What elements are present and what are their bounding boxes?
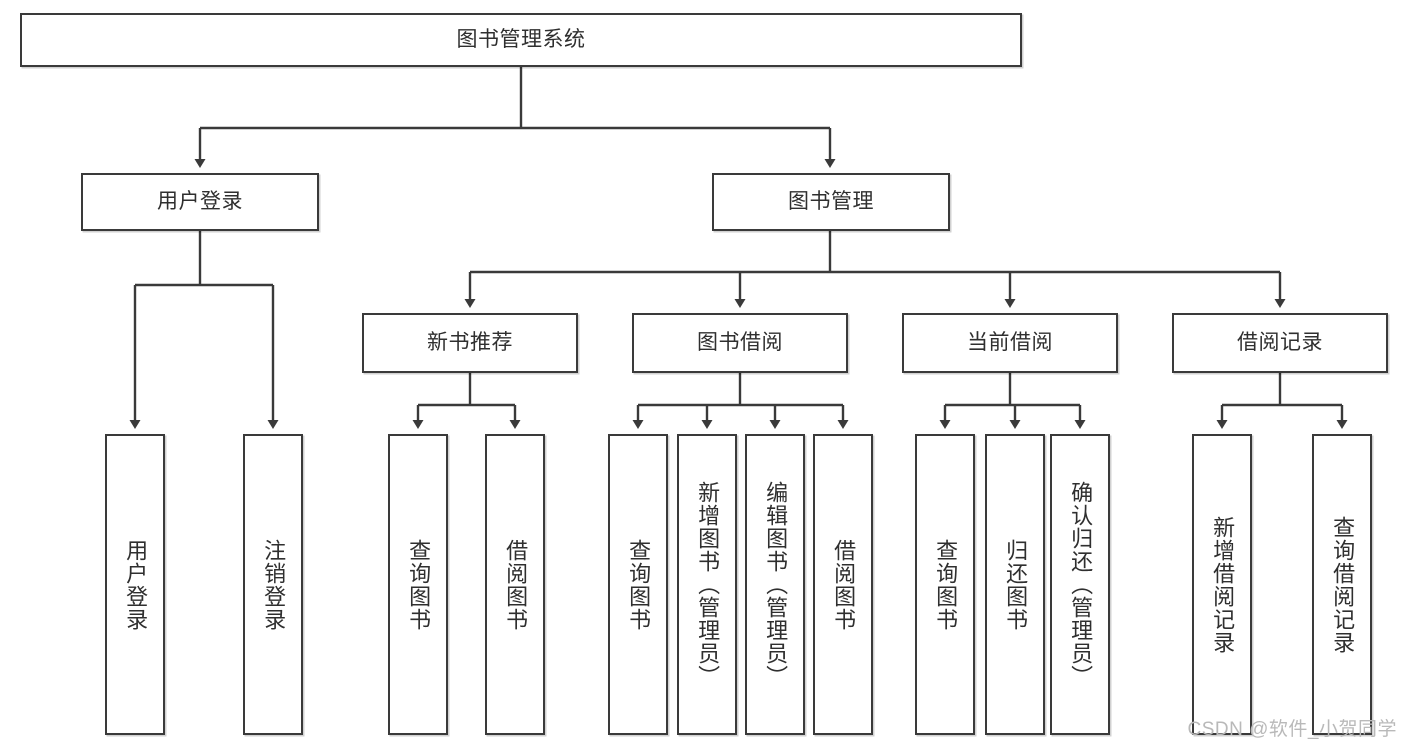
leaf-query-borrow-record[interactable]: 查询借阅记录 bbox=[1312, 434, 1372, 735]
leaf-user-login[interactable]: 用户登录 bbox=[105, 434, 165, 735]
leaf-add-book-admin[interactable]: 新增图书（管理员） bbox=[677, 434, 737, 735]
node-borrow-record[interactable]: 借阅记录 bbox=[1172, 313, 1388, 373]
leaf-edit-book-admin-label: 编辑图书（管理员） bbox=[763, 481, 789, 688]
watermark-text: CSDN @软件_小贺同学 bbox=[1187, 719, 1397, 740]
node-book-management-label: 图书管理 bbox=[788, 189, 874, 213]
node-root[interactable]: 图书管理系统 bbox=[20, 13, 1022, 67]
node-user-login-label: 用户登录 bbox=[157, 189, 243, 213]
node-current-borrow-label: 当前借阅 bbox=[967, 330, 1053, 354]
leaf-query-book-borrow[interactable]: 查询图书 bbox=[608, 434, 668, 735]
node-new-book-recommend[interactable]: 新书推荐 bbox=[362, 313, 578, 373]
leaf-borrow-book-new[interactable]: 借阅图书 bbox=[485, 434, 545, 735]
leaf-borrow-book[interactable]: 借阅图书 bbox=[813, 434, 873, 735]
leaf-query-book-borrow-label: 查询图书 bbox=[626, 538, 652, 631]
node-borrow-record-label: 借阅记录 bbox=[1237, 330, 1323, 354]
leaf-logout[interactable]: 注销登录 bbox=[243, 434, 303, 735]
node-book-borrow-label: 图书借阅 bbox=[697, 330, 783, 354]
node-user-login[interactable]: 用户登录 bbox=[81, 173, 319, 231]
leaf-query-book-new[interactable]: 查询图书 bbox=[388, 434, 448, 735]
leaf-user-login-label: 用户登录 bbox=[123, 538, 149, 631]
node-book-borrow[interactable]: 图书借阅 bbox=[632, 313, 848, 373]
leaf-edit-book-admin[interactable]: 编辑图书（管理员） bbox=[745, 434, 805, 735]
leaf-add-book-admin-label: 新增图书（管理员） bbox=[695, 481, 721, 688]
node-current-borrow[interactable]: 当前借阅 bbox=[902, 313, 1118, 373]
leaf-add-borrow-record[interactable]: 新增借阅记录 bbox=[1192, 434, 1252, 735]
leaf-confirm-return-admin[interactable]: 确认归还（管理员） bbox=[1050, 434, 1110, 735]
node-book-management[interactable]: 图书管理 bbox=[712, 173, 950, 231]
leaf-borrow-book-new-label: 借阅图书 bbox=[503, 538, 529, 631]
leaf-return-book[interactable]: 归还图书 bbox=[985, 434, 1045, 735]
leaf-query-book-current-label: 查询图书 bbox=[933, 538, 959, 631]
leaf-return-book-label: 归还图书 bbox=[1003, 538, 1029, 631]
leaf-confirm-return-admin-label: 确认归还（管理员） bbox=[1068, 481, 1094, 688]
leaf-query-book-new-label: 查询图书 bbox=[406, 538, 432, 631]
leaf-query-book-current[interactable]: 查询图书 bbox=[915, 434, 975, 735]
node-root-label: 图书管理系统 bbox=[456, 27, 586, 51]
leaf-logout-label: 注销登录 bbox=[261, 538, 287, 631]
leaf-query-borrow-record-label: 查询借阅记录 bbox=[1330, 515, 1356, 654]
leaf-borrow-book-label: 借阅图书 bbox=[831, 538, 857, 631]
node-new-book-recommend-label: 新书推荐 bbox=[427, 330, 513, 354]
leaf-add-borrow-record-label: 新增借阅记录 bbox=[1210, 515, 1236, 654]
